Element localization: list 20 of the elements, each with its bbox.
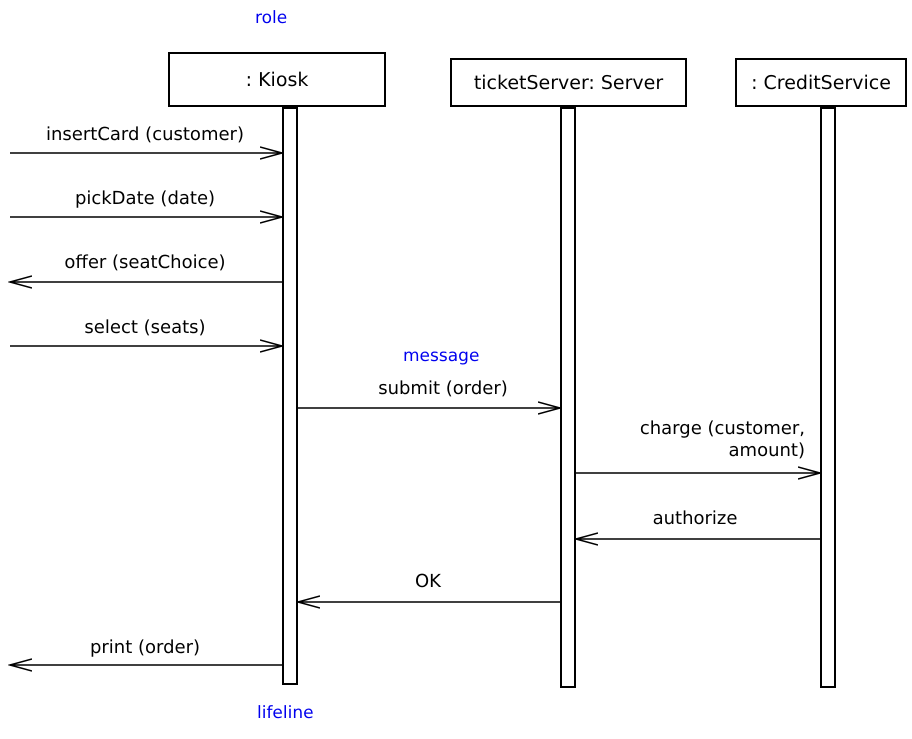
message-arrow [575,532,820,546]
message-arrow [9,658,282,672]
activation-bar [282,107,298,685]
activation-bar [560,107,576,688]
annotation-label: role [255,8,288,28]
annotation-label: message [403,346,480,366]
role-box: : Kiosk [168,52,386,107]
message-label: print (order) [90,637,200,659]
message-label: pickDate (date) [74,188,216,210]
role-box: : CreditService [735,58,907,107]
role-box: ticketServer: Server [450,58,687,107]
message-arrow [298,401,561,415]
message-arrow [9,275,282,289]
message-arrow [297,595,560,609]
message-arrow [576,466,821,480]
activation-bar [820,107,836,688]
message-arrow [10,210,283,224]
annotation-label: lifeline [257,703,314,723]
message-arrow [10,339,283,353]
message-arrow [10,146,283,160]
